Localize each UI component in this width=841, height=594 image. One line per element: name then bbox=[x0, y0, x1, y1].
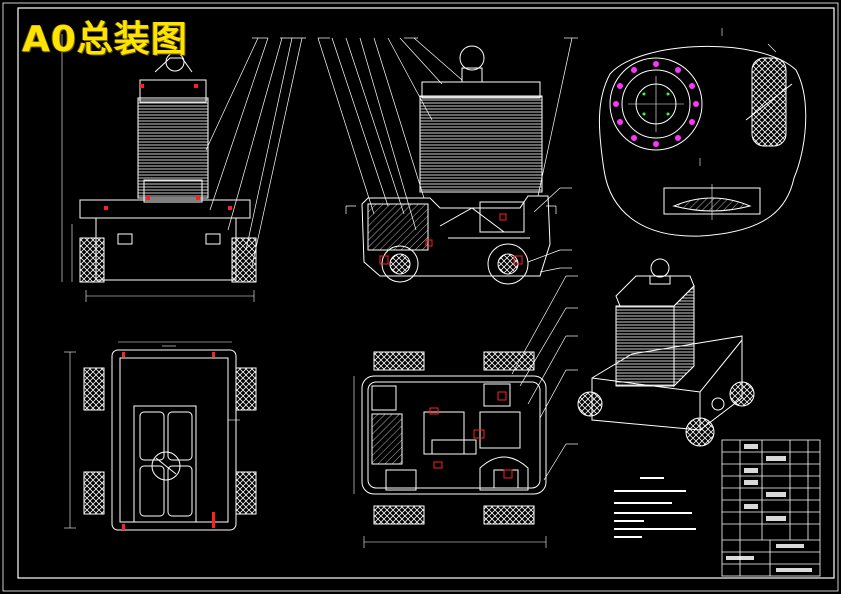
detail-green-marks bbox=[642, 92, 670, 116]
side-view-red-marks bbox=[379, 213, 523, 265]
sheet-title: A0总装图 bbox=[22, 19, 188, 60]
detail-bolts bbox=[613, 61, 699, 147]
side-view bbox=[317, 37, 578, 285]
section-view bbox=[353, 275, 578, 548]
title-block-fills bbox=[726, 444, 812, 572]
section-view-red-marks bbox=[429, 391, 513, 479]
title-block bbox=[721, 439, 821, 577]
front-view-red-marks bbox=[104, 84, 232, 210]
detail-view bbox=[598, 28, 807, 237]
technical-notes bbox=[614, 477, 696, 538]
front-view bbox=[61, 34, 306, 302]
top-view-red-marks bbox=[122, 352, 215, 530]
isometric-view bbox=[577, 258, 755, 447]
top-view bbox=[64, 341, 257, 531]
